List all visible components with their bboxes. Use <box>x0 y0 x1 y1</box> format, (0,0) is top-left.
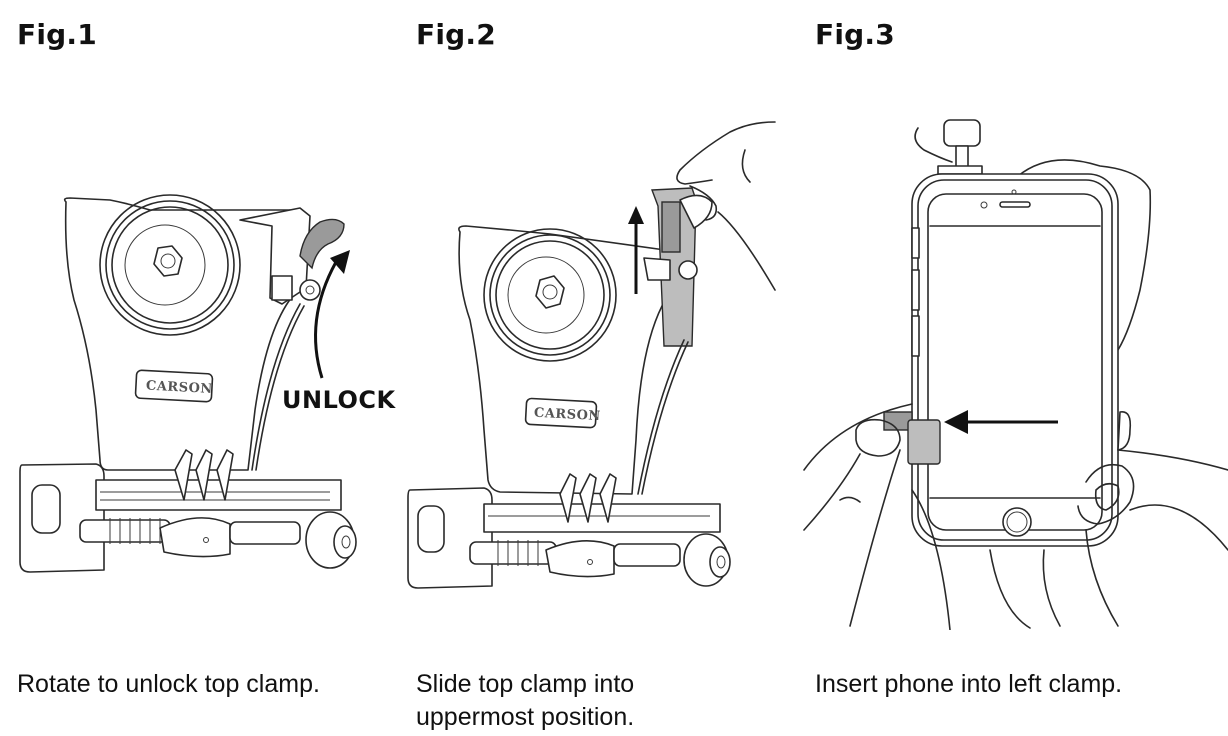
left-clamp-icon <box>883 411 941 465</box>
hand-icon <box>676 121 776 291</box>
brand-badge: CARSON <box>524 397 602 429</box>
fig1-title: Fig.1 <box>17 18 97 51</box>
camera-icon <box>980 201 988 209</box>
fig3-caption: Insert phone into left clamp. <box>815 670 1123 698</box>
fig3-title: Fig.3 <box>815 18 895 51</box>
speaker-icon <box>999 201 1031 208</box>
fig2-caption: Slide top clamp into uppermost position. <box>416 668 634 734</box>
bottom-rail-icon <box>407 473 731 589</box>
fig2-title: Fig.2 <box>416 18 496 51</box>
fig2-caption-line-2: uppermost position. <box>416 703 635 731</box>
left-hand-icon <box>803 403 951 630</box>
eyepiece-ring-icon <box>99 194 241 336</box>
fig2-caption-line-1: Slide top clamp into <box>416 670 635 698</box>
fig1-caption: Rotate to unlock top clamp. <box>17 670 320 698</box>
top-clamp-icon <box>239 207 345 305</box>
fig2-illustration: CARSON <box>400 110 780 610</box>
top-clamp-raised-icon <box>643 187 713 347</box>
brand-badge: CARSON <box>134 369 214 403</box>
phone-icon <box>911 173 1119 547</box>
rotate-arrow-icon <box>314 261 338 379</box>
hex-nut-icon <box>535 275 565 309</box>
right-hand-icon <box>989 449 1228 629</box>
hex-nut-icon <box>153 245 183 277</box>
svg-text:CARSON: CARSON <box>534 406 602 424</box>
top-clamp-knob-icon <box>914 119 983 175</box>
eyepiece-ring-icon <box>483 228 617 362</box>
svg-text:CARSON: CARSON <box>146 379 214 397</box>
unlock-callout: UNLOCK <box>282 386 396 414</box>
fig3-illustration <box>800 110 1228 630</box>
bottom-rail-icon <box>19 449 357 573</box>
fig1-illustration: CARSON <box>0 180 400 600</box>
lock-lever-icon <box>299 218 345 270</box>
